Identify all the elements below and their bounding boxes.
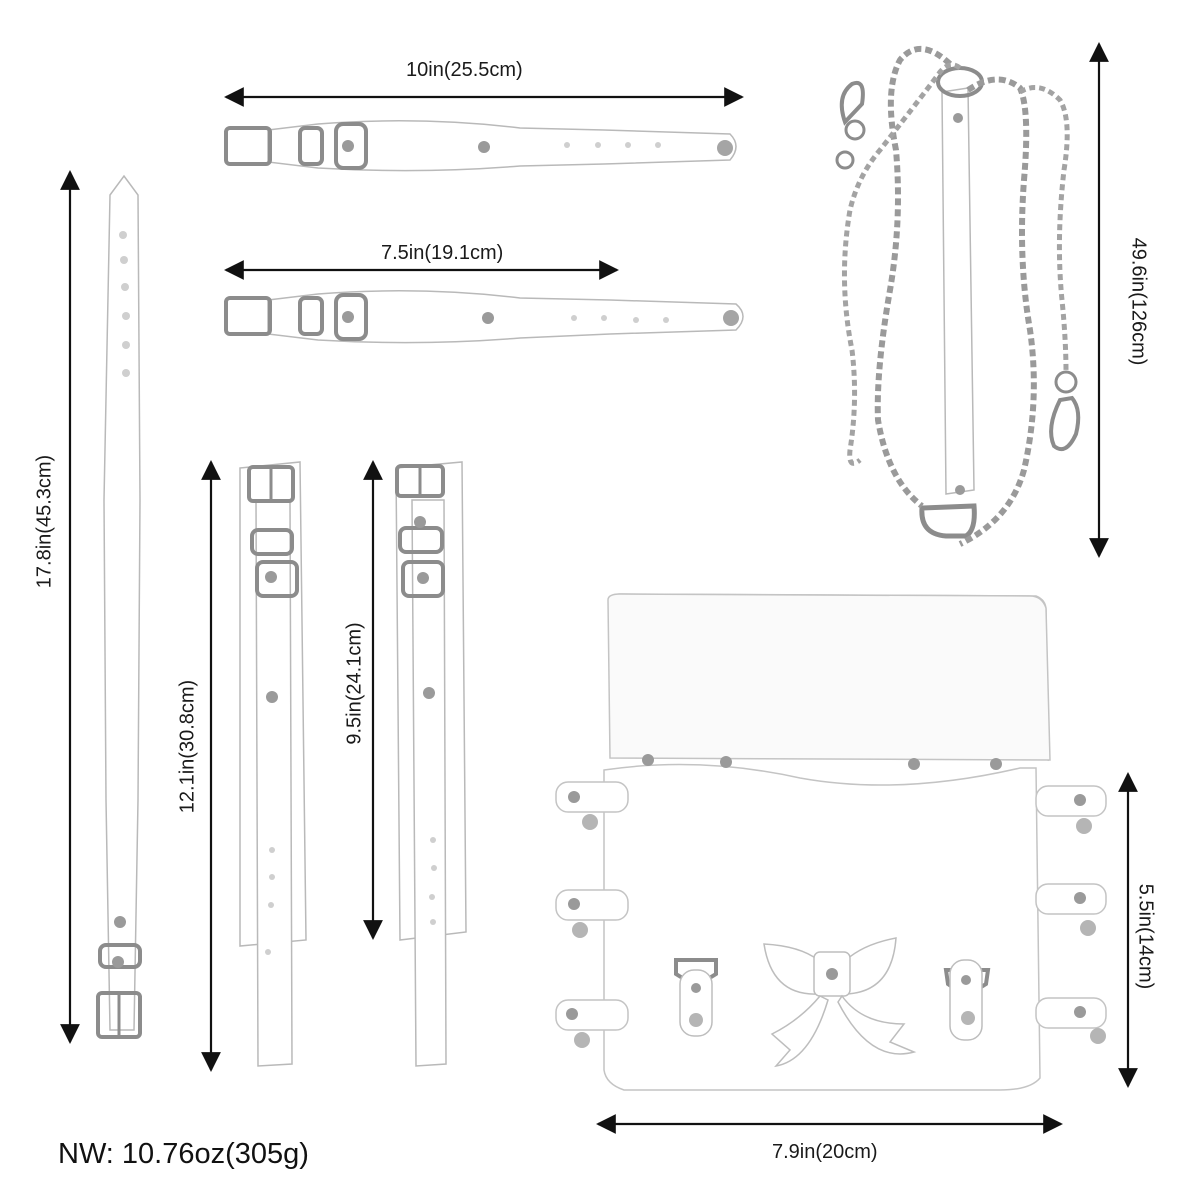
chain-top-right: [1018, 85, 1070, 373]
corset-belt: [555, 593, 1107, 1091]
label-corset-height: 5.5in(14cm): [1134, 883, 1157, 990]
chain-left: [874, 45, 953, 509]
chain-hook-left: [842, 62, 962, 466]
snap-hook-left-icon: [835, 81, 866, 170]
net-weight: NW: 10.76oz(305g): [58, 1138, 309, 1170]
ankle-cuff-left: [239, 461, 307, 1067]
ankle-cuff-right: [395, 461, 467, 1067]
label-ankle-left: 12.1in(30.8cm): [176, 679, 199, 814]
label-collar: 17.8in(45.3cm): [33, 454, 56, 589]
label-ankle-right: 9.5in(24.1cm): [343, 622, 366, 745]
d-ring-right-icon: [943, 959, 991, 1041]
label-wrist-short: 7.5in(19.1cm): [381, 242, 504, 264]
corset-straps-right: [1035, 785, 1107, 1029]
wrist-cuff-long: [224, 120, 737, 172]
d-ring-left-icon: [674, 958, 718, 1037]
bow-decoration-icon: [763, 937, 917, 1068]
wrist-cuff-short: [224, 290, 744, 344]
collar-strap: [96, 174, 142, 1039]
label-wrist-long: 10in(25.5cm): [406, 59, 523, 81]
label-corset-width: 7.9in(20cm): [772, 1141, 878, 1163]
label-leash: 49.6in(126cm): [1127, 237, 1150, 366]
corset-straps-left: [555, 781, 629, 1031]
leash: [835, 45, 1081, 547]
dimension-arrows: [60, 42, 1138, 1134]
snap-hook-right-icon: [1049, 370, 1081, 451]
chain-right: [958, 76, 1037, 547]
